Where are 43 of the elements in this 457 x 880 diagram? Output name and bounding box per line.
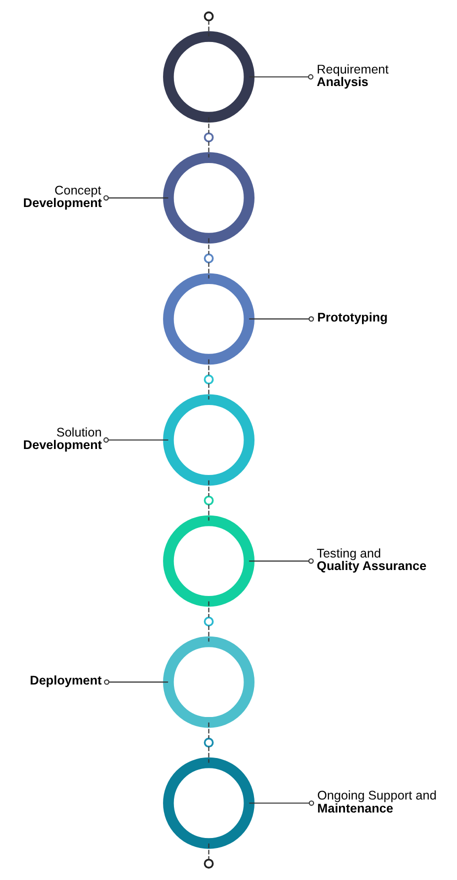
connector	[249, 316, 314, 322]
connector	[208, 238, 210, 254]
node-circle	[204, 616, 214, 626]
node-text: Concept Development	[23, 184, 102, 210]
node-circle	[204, 374, 214, 384]
connector	[208, 746, 210, 763]
connector	[208, 20, 210, 36]
connector	[208, 844, 210, 860]
node-circle	[204, 858, 214, 869]
node-circle	[204, 254, 214, 264]
node-circle	[163, 152, 254, 244]
connector	[104, 679, 168, 685]
node-circle	[163, 273, 254, 365]
node-circle	[204, 132, 214, 142]
node-text: Ongoing Support and Maintenance	[317, 788, 437, 816]
node-circle	[204, 11, 214, 22]
node-circle	[163, 515, 254, 607]
node-text: Prototyping	[317, 310, 388, 324]
node-circle	[163, 636, 254, 728]
connector	[103, 195, 168, 201]
connector	[208, 480, 210, 496]
connector	[208, 601, 210, 618]
connector	[208, 626, 210, 642]
node-text: Testing and Quality Assurance	[316, 546, 427, 574]
connector	[208, 359, 210, 376]
connector	[208, 117, 210, 134]
connector	[249, 800, 314, 806]
node-text: Solution Development	[23, 426, 102, 452]
connector	[208, 384, 210, 400]
connector	[103, 437, 168, 443]
connector	[249, 74, 314, 80]
node-circle	[204, 496, 214, 506]
connector	[208, 722, 210, 738]
node-circle	[163, 31, 254, 123]
node-circle	[163, 757, 254, 849]
node-circle	[163, 394, 254, 486]
connector	[208, 262, 210, 279]
node-circle	[204, 738, 214, 748]
connector	[208, 141, 210, 158]
node-text: Deployment	[30, 674, 102, 688]
connector	[208, 504, 210, 521]
connector	[249, 558, 314, 564]
node-text: Requirement Analysis	[316, 62, 389, 90]
